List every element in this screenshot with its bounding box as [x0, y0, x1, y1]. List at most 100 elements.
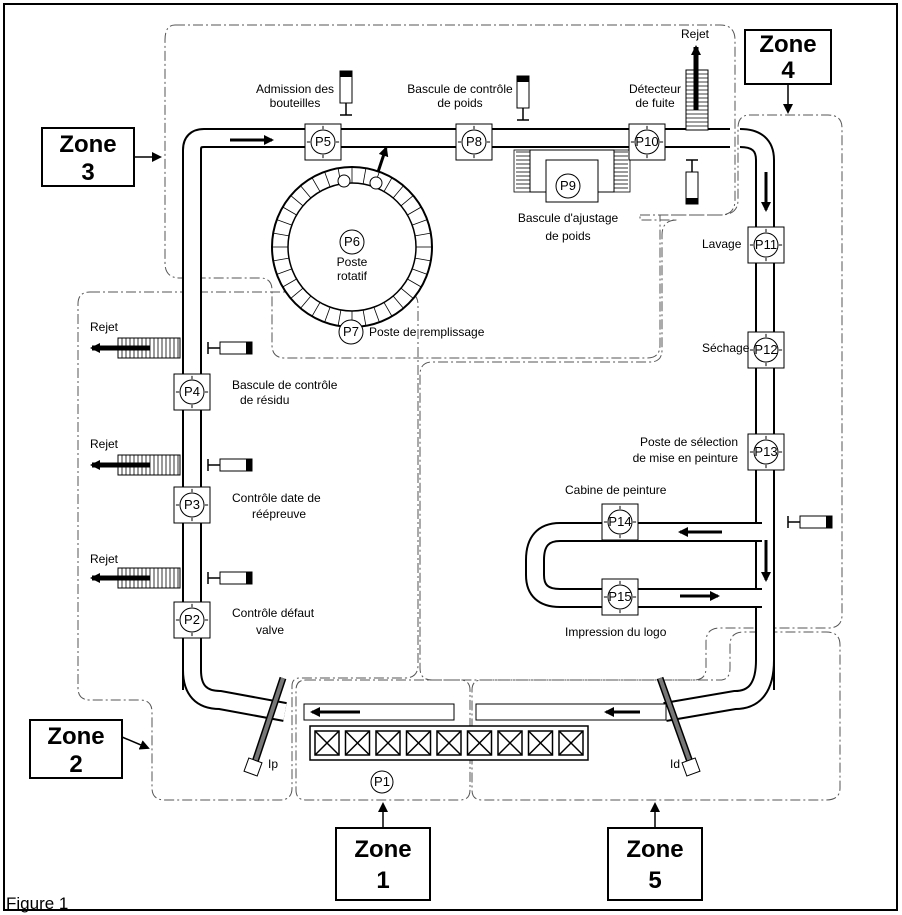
conveyor-paint-loop — [525, 522, 762, 608]
post-p1-label: P1 — [374, 774, 390, 789]
piston-admission — [339, 70, 353, 116]
station-p14: P14 — [601, 503, 639, 541]
piston-paint-select — [787, 515, 833, 529]
station-p8: P8 — [455, 123, 493, 161]
post-p2-label: P2 — [184, 612, 200, 627]
zone-2-box: Zone 2 — [29, 719, 150, 779]
zone-2-title: Zone — [47, 723, 104, 750]
zone-3-number: 3 — [81, 159, 94, 186]
post-p1 — [370, 770, 394, 794]
post-p9-label: P9 — [560, 178, 576, 193]
piston-weight-check — [516, 75, 530, 121]
piston-reject-1 — [207, 341, 253, 355]
valve-label-2: valve — [256, 623, 284, 637]
zone-3-boundary — [164, 24, 736, 359]
residue-label-2: de résidu — [240, 393, 289, 407]
admission-label-1: Admission des — [256, 82, 334, 96]
pistons — [207, 70, 833, 585]
post-p13-label: P13 — [754, 444, 777, 459]
post-p8-label: P8 — [466, 134, 482, 149]
leak-detector-label-1: Détecteur — [629, 82, 681, 96]
zone-4-boundary — [419, 114, 843, 681]
bottom-conveyor-left — [303, 703, 455, 721]
reject-chute-2 — [90, 454, 181, 476]
zone-boundaries — [77, 24, 843, 801]
station-p5: P5 — [304, 123, 342, 161]
storage-crates — [309, 725, 589, 761]
post-p12-label: P12 — [754, 342, 777, 357]
rotary-label-1: Poste — [337, 255, 368, 269]
piston-reject-2 — [207, 458, 253, 472]
retest-label-1: Contrôle date de — [232, 491, 321, 505]
zone-3-box: Zone 3 — [41, 127, 162, 187]
weight-adjust-label-1: Bascule d'ajustage — [518, 211, 619, 225]
station-p11: P11 — [747, 226, 785, 264]
diverter-ip — [243, 676, 287, 777]
figure-caption: Figure 1 — [6, 894, 68, 913]
station-p15: P15 — [601, 578, 639, 616]
post-p14-label: P14 — [608, 514, 631, 529]
piston-leak-reject — [685, 159, 699, 205]
station-p2: P2 — [173, 601, 211, 639]
left-reject-chutes — [90, 337, 181, 589]
outer-frame — [3, 3, 898, 911]
leak-detector-label-2: de fuite — [635, 96, 675, 110]
selection-label-2: de mise en peinture — [633, 451, 739, 465]
post-p10-label: P10 — [635, 134, 658, 149]
washing-label: Lavage — [702, 237, 742, 251]
conveyor-tracks — [182, 128, 775, 722]
diverter-id — [656, 676, 701, 777]
diverter-id-label: Id — [670, 757, 680, 771]
zone-1-number: 1 — [376, 867, 389, 894]
diverter-ip-label: Ip — [268, 757, 278, 771]
drying-label: Séchage — [702, 341, 750, 355]
weight-check-label-2: de poids — [437, 96, 482, 110]
zone-1-boundary — [295, 679, 471, 801]
retest-label-2: réépreuve — [252, 507, 306, 521]
reject-top-label: Rejet — [681, 27, 710, 41]
reject-chute-1 — [90, 337, 181, 359]
reject-label-3: Rejet — [90, 552, 119, 566]
piston-reject-3 — [207, 571, 253, 585]
post-p11-label: P11 — [755, 237, 777, 252]
rotary-label-2: rotatif — [337, 269, 368, 283]
station-p3: P3 — [173, 486, 211, 524]
zone-4-title: Zone — [759, 31, 816, 58]
zone-2-number: 2 — [69, 751, 82, 778]
post-p7-label: P7 — [343, 324, 359, 339]
post-p9 — [555, 173, 581, 199]
reject-label-1: Rejet — [90, 320, 119, 334]
post-p15-label: P15 — [608, 589, 631, 604]
logo-print-label: Impression du logo — [565, 625, 667, 639]
station-p12: P12 — [747, 331, 785, 369]
post-p7 — [338, 319, 364, 345]
post-p5-label: P5 — [315, 134, 331, 149]
reject-chute-3 — [90, 567, 181, 589]
weight-adjust-label-2: de poids — [545, 229, 590, 243]
selection-label-1: Poste de sélection — [640, 435, 738, 449]
zone-3-title: Zone — [59, 131, 116, 158]
weight-check-label-1: Bascule de contrôle — [407, 82, 513, 96]
post-p4-label: P4 — [184, 384, 200, 399]
zone-1-title: Zone — [354, 836, 411, 863]
zone-5-number: 5 — [648, 867, 661, 894]
residue-label-1: Bascule de contrôle — [232, 378, 338, 392]
paint-booth-label: Cabine de peinture — [565, 483, 667, 497]
post-p6-label: P6 — [344, 234, 360, 249]
zone-5-boundary — [471, 631, 841, 801]
bottom-conveyor-right — [475, 703, 667, 721]
zone-4-number: 4 — [781, 57, 795, 84]
zone-5-title: Zone — [626, 836, 683, 863]
post-p3-label: P3 — [184, 497, 200, 512]
zone-2-boundary — [77, 291, 419, 801]
station-p4: P4 — [173, 373, 211, 411]
station-p13: P13 — [747, 433, 785, 471]
reject-chute-top — [685, 45, 709, 131]
reject-label-2: Rejet — [90, 437, 119, 451]
zone-1-box: Zone 1 — [335, 802, 431, 901]
valve-label-1: Contrôle défaut — [232, 606, 315, 620]
zone-5-box: Zone 5 — [607, 802, 703, 901]
filling-label: Poste de remplissage — [369, 325, 485, 339]
admission-label-2: bouteilles — [270, 96, 321, 110]
zone-4-box: Zone 4 — [744, 29, 832, 114]
